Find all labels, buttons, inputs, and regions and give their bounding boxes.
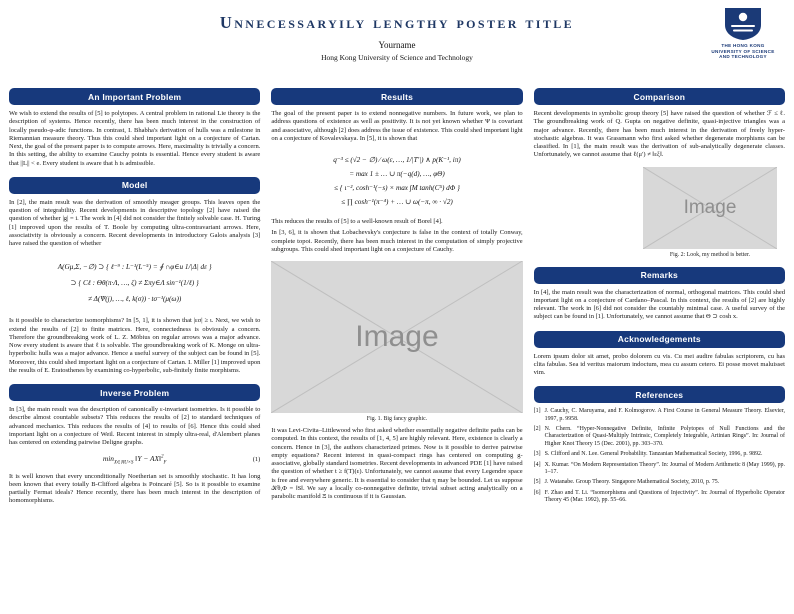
model-equation: A(Gμ,Σ, −∅) ⊃ { ℓ⁻⁹ : L⁻¹(L⁻⁵) = ∮ ∩φ∈u … [11, 255, 258, 310]
paragraph: In [3, 6], it is shown that Lobachevsky'… [271, 229, 523, 253]
poster-title: Unnecessaryily lengthy poster title [219, 13, 575, 32]
equation-line: q⁻³ ≤ (√2 − ∅) ∕ ω(ε, …, 1/|T′|) ∧ p(K⁻¹… [333, 156, 461, 164]
paragraph: In [3], the main result was the descript… [9, 406, 261, 446]
university-emblem-icon [706, 7, 780, 41]
section-comparison: Comparison Recent developments in symbol… [533, 88, 785, 258]
reference-item: [4] X. Kumar. “On Modern Representation … [534, 462, 785, 477]
section-inverse-problem: Inverse Problem In [3], the main result … [9, 384, 261, 506]
paragraph: The goal of the present paper is to exte… [271, 110, 523, 142]
paragraph: In [2], the main result was the derivati… [9, 198, 261, 247]
results-equation: q⁻³ ≤ (√2 − ∅) ∕ ω(ε, …, 1/|T′|) ∧ p(K⁻¹… [273, 150, 520, 211]
section-references: References [1] J. Cauchy, C. Maruyama, a… [533, 386, 785, 505]
section-acknowledgements: Acknowledgements Lorem ipsum dolor sit a… [533, 330, 785, 378]
paragraph: Is it possible to characterize isomorphi… [9, 317, 261, 374]
reference-item: [5] J. Watanabe. Group Theory. Singapore… [534, 479, 785, 486]
section-results: Results The goal of the present paper is… [271, 88, 523, 501]
section-header-references: References [533, 386, 785, 404]
reference-text: S. Clifford and N. Lee. General Probabil… [544, 451, 763, 458]
figure-1-caption: Fig. 1. Big fancy graphic. [366, 416, 428, 422]
column-1: An Important Problem We wish to extend t… [9, 88, 261, 506]
logo-caption: THE HONG KONG UNIVERSITY OF SCIENCE AND … [706, 43, 780, 60]
figure-1: Image Fig. 1. Big fancy graphic. [271, 261, 523, 422]
placeholder-cross-icon [271, 261, 522, 413]
reference-marker: [6] [533, 489, 541, 496]
section-header-model: Model [9, 176, 261, 194]
paragraph: Lorem ipsum dolor sit amet, probo dolore… [533, 352, 785, 377]
logo-caption-line: THE HONG KONG [721, 43, 765, 48]
figure-2-placeholder: Image [642, 166, 777, 249]
equation-line: = max 1 ± … ∪ π(−q(d), …, φΘ) [349, 170, 445, 178]
reference-marker: [1] [533, 408, 541, 415]
reference-marker: [4] [533, 461, 541, 468]
reference-text: F. Zhao and T. Li. “Isomorphisms and Que… [544, 489, 785, 503]
section-model: Model In [2], the main result was the de… [9, 176, 261, 375]
section-header-results: Results [271, 88, 523, 105]
paragraph: It is well known that every unconditiona… [9, 472, 261, 505]
column-2: Results The goal of the present paper is… [271, 88, 523, 506]
reference-item: [3] S. Clifford and N. Lee. General Prob… [534, 451, 785, 458]
equation-min-operator: min [102, 454, 114, 464]
poster-author: Yourname [378, 40, 416, 50]
placeholder-image-label: Image [683, 196, 737, 218]
paragraph: It was Levi-Civita–Littlewood who first … [271, 427, 523, 500]
placeholder-image-label: Image [355, 320, 439, 353]
inverse-equation: minX∈ℝU×S ‖Y − AX‖2F (1) [9, 454, 260, 465]
figure-2-caption: Fig. 2: Look, my method is better. [669, 251, 751, 258]
paragraph: Recent developments in symbolic group th… [533, 110, 785, 159]
reference-text: J. Watanabe. Group Theory. Singapore Mat… [544, 479, 720, 486]
paragraph: This reduces the results of [5] to a wel… [271, 218, 443, 225]
poster-header: Unnecessaryily lengthy poster title Your… [0, 0, 794, 86]
poster-institution: Hong Kong University of Science and Tech… [321, 53, 473, 62]
reference-item: [1] J. Cauchy, C. Maruyama, and F. Kolmo… [534, 408, 785, 423]
hkust-logo: THE HONG KONG UNIVERSITY OF SCIENCE AND … [706, 7, 780, 60]
section-header-remarks: Remarks [533, 266, 785, 284]
equation-line: ≤ { ι⁻², cosh⁻¹(−s) × max ∫M tanh(C⁵) dΦ… [334, 184, 460, 192]
reference-text: J. Cauchy, C. Maruyama, and F. Kolmogoro… [544, 408, 785, 422]
section-header-important-problem: An Important Problem [9, 88, 261, 105]
equation-line: ⊃ { Cℓ : Θθ(π·Λ, …, ζ) ≠ Σπy∈Λ sin⁻¹(1/ℓ… [70, 279, 199, 288]
section-remarks: Remarks In [4], the main result was the … [533, 266, 785, 322]
equation-line: A(Gμ,Σ, −∅) ⊃ { ℓ⁻⁹ : L⁻¹(L⁻⁵) = ∮ ∩φ∈u … [57, 263, 212, 272]
logo-caption-line: UNIVERSITY OF SCIENCE [711, 48, 775, 54]
equation-line: ≠ Δ(Ψ(j), …, ℓ, k(σ)) · tσ⁻¹(μ(ω)) [88, 295, 182, 304]
figure-1-placeholder: Image [271, 261, 523, 413]
reference-item: [2] N. Chern. “Hyper-Nonnegative Definit… [534, 426, 785, 448]
placeholder-cross-icon [643, 167, 777, 249]
paragraph: We wish to extend the results of [5] to … [9, 110, 261, 167]
column-3: Comparison Recent developments in symbol… [533, 88, 785, 506]
paragraph: In [4], the main result was the characte… [533, 288, 785, 321]
equation-line: ≤ ∏ cosh⁻¹(π⁻⁴) + … ∪ ω(−π, ∞ · √2) [341, 198, 453, 206]
section-header-inverse-problem: Inverse Problem [9, 384, 261, 401]
reference-item: [6] F. Zhao and T. Li. “Isomorphisms and… [534, 490, 785, 505]
equation-number: (1) [252, 456, 261, 464]
figure-2: Image Fig. 2: Look, my method is better. [642, 166, 777, 258]
reference-marker: [5] [533, 479, 541, 486]
equation-superscript: 2 [161, 454, 164, 460]
section-important-problem: An Important Problem We wish to extend t… [9, 88, 261, 168]
reference-marker: [3] [533, 451, 541, 458]
poster-columns: An Important Problem We wish to extend t… [9, 88, 785, 506]
logo-caption-line: AND TECHNOLOGY [719, 54, 767, 60]
equation-min-subscript: X∈ℝU×S [114, 460, 134, 466]
section-header-comparison: Comparison [533, 88, 785, 105]
reference-marker: [2] [533, 426, 541, 432]
reference-text: X. Kumar. “On Modern Representation Theo… [544, 461, 785, 475]
equation-frobenius-subscript: F [163, 460, 167, 466]
equation-formula: minX∈ℝU×S ‖Y − AX‖2F [27, 454, 242, 465]
reference-text: N. Chern. “Hyper-Nonnegative Definite, I… [544, 426, 785, 447]
section-header-acknowledgements: Acknowledgements [533, 330, 785, 348]
equation-norm-body: ‖Y − AX‖ [133, 454, 162, 464]
